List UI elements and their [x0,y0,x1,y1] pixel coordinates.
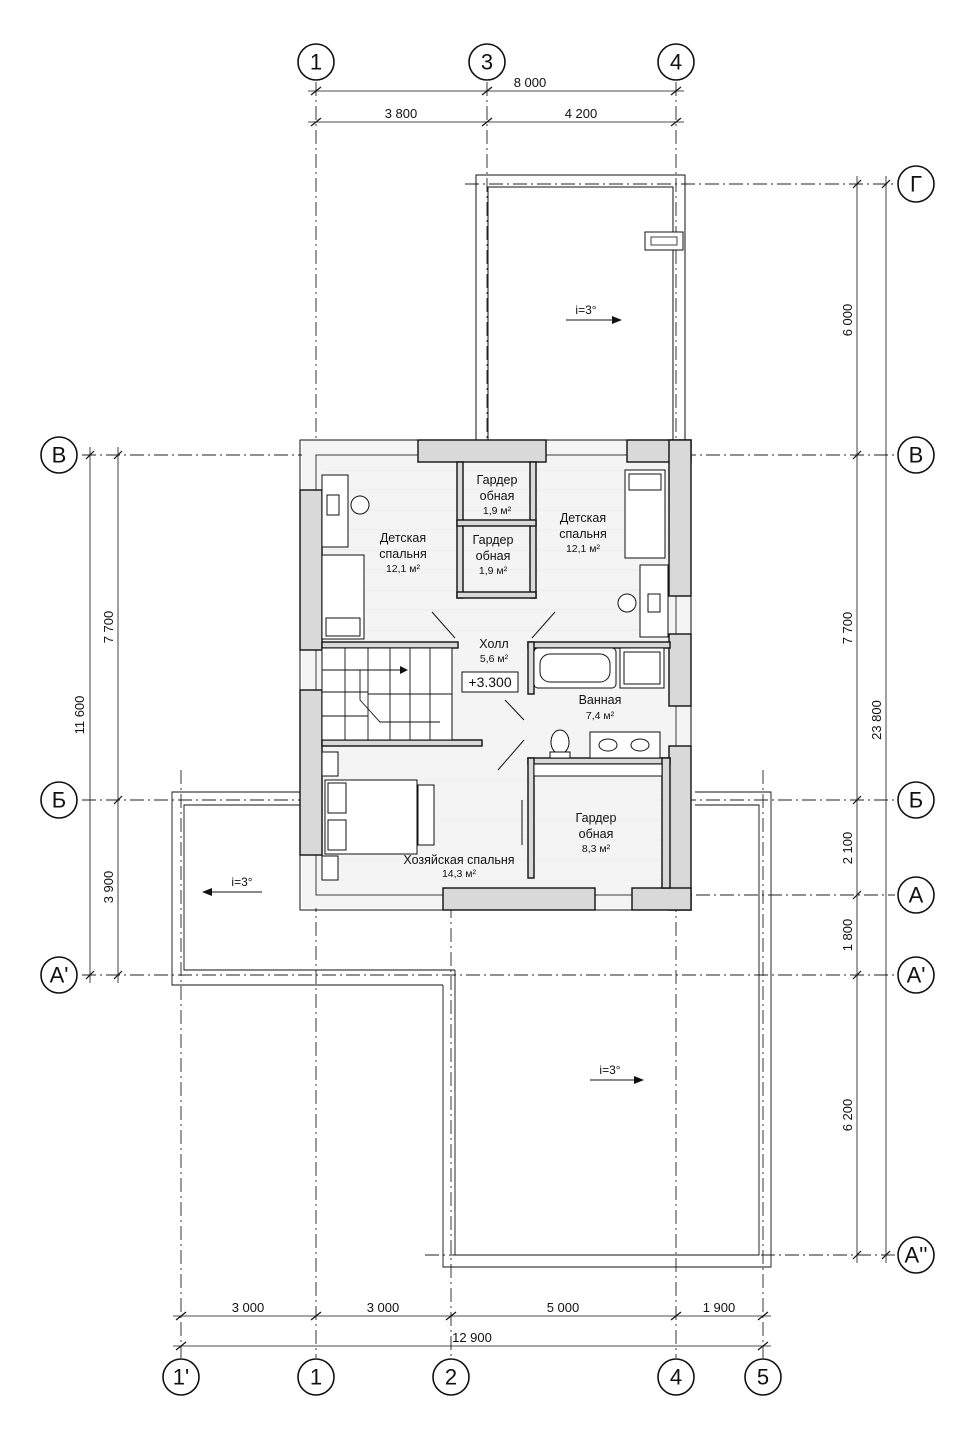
axis-right-b: Б [909,788,923,813]
dim-left-1: 7 700 [101,611,116,644]
room-wardrobe3-name2: обная [579,827,614,841]
dim-right-4: 1 800 [840,919,855,952]
room-wardrobe1-name: Гардер [477,473,518,487]
axis-top-4: 4 [670,50,682,75]
room-kids1-name2: спальня [379,547,426,561]
roof-drain-icon [644,231,684,251]
furniture-kids2 [617,469,669,638]
room-kids2-area: 12,1 м² [566,543,601,555]
dimensions-left: 11 600 7 700 3 900 [72,447,123,983]
axis-bottom-5: 5 [757,1365,769,1390]
house [299,439,692,911]
dim-bottom-2: 3 000 [367,1300,400,1315]
slope-annotations: i=3° i=3° i=3° [202,303,644,1084]
dim-top-1: 3 800 [385,106,418,121]
axis-bubbles-left: В Б А' [40,436,78,994]
axis-right-v: В [909,443,924,468]
bath-fixtures [533,647,665,759]
slope-upper-arrow-icon [612,316,622,324]
dimensions-bottom: 3 000 3 000 5 000 1 900 12 900 [173,1300,771,1351]
room-kids2-name2: спальня [559,527,606,541]
axis-bubbles-bottom: 1' 1 2 4 5 [162,1358,782,1396]
axis-right-ap: А' [907,963,926,988]
dim-right-2: 7 700 [840,612,855,645]
staircase [321,647,453,741]
room-wardrobe1-area: 1,9 м² [483,505,512,517]
dim-bottom-1: 3 000 [232,1300,265,1315]
dim-right-5: 6 200 [840,1099,855,1132]
axis-bubbles-top: 1 3 4 [297,43,695,81]
doors [431,611,556,845]
slope-left-arrow-icon [202,888,212,896]
slope-lower-label: i=3° [599,1063,620,1077]
room-master-area: 14,3 м² [442,868,477,880]
slope-left-label: i=3° [231,875,252,889]
room-wardrobe1-name2: обная [480,489,515,503]
dim-bottom-4: 1 900 [703,1300,736,1315]
axis-bottom-1: 1 [310,1365,322,1390]
room-labels: Детская спальня 12,1 м² Детская спальня … [379,473,621,880]
axis-top-3: 3 [481,50,493,75]
dim-right-total: 23 800 [869,700,884,740]
slope-lower-arrow-icon [634,1076,644,1084]
axis-right-app: А'' [904,1243,927,1268]
axis-right-a: А [909,883,924,908]
level-mark: +3.300 [468,674,511,690]
room-wardrobe2-name2: обная [476,549,511,563]
dim-bottom-3: 5 000 [547,1300,580,1315]
axis-left-v: В [52,443,67,468]
room-wardrobe2-name: Гардер [473,533,514,547]
dim-left-2: 3 900 [101,871,116,904]
room-kids1-name: Детская [380,531,426,545]
room-kids2-name: Детская [560,511,606,525]
room-wardrobe3-area: 8,3 м² [582,843,611,855]
axis-left-ap: А' [50,963,69,988]
room-bath-name: Ванная [579,693,622,707]
room-hall-area: 5,6 м² [480,653,509,665]
furniture-kids1 [321,474,370,640]
axis-bottom-2: 2 [445,1365,457,1390]
room-bath-area: 7,4 м² [586,710,615,722]
axis-top-1: 1 [310,50,322,75]
slope-upper-label: i=3° [575,303,596,317]
dim-top-2: 4 200 [565,106,598,121]
room-kids1-area: 12,1 м² [386,563,421,575]
dimensions-top: 8 000 3 800 4 200 [308,75,684,127]
dim-right-3: 2 100 [840,832,855,865]
dim-bottom-total: 12 900 [452,1330,492,1345]
axis-right-g: Г [910,172,922,197]
dim-left-total: 11 600 [72,696,87,735]
axis-bottom-4: 4 [670,1365,682,1390]
axis-left-b: Б [52,788,66,813]
room-hall-name: Холл [479,637,508,651]
room-wardrobe3-name: Гардер [576,811,617,825]
room-wardrobe2-area: 1,9 м² [479,565,508,577]
room-master-name: Хозяйская спальня [403,853,514,867]
furniture-master [321,751,435,881]
dim-right-1: 6 000 [840,304,855,337]
axis-bubbles-right: Г В Б А А' А'' [897,165,935,1274]
dimensions-right: 23 800 6 000 7 700 2 100 1 800 6 200 [840,176,891,1263]
axis-bottom-1p: 1' [173,1365,189,1390]
dim-top-total: 8 000 [514,75,547,90]
